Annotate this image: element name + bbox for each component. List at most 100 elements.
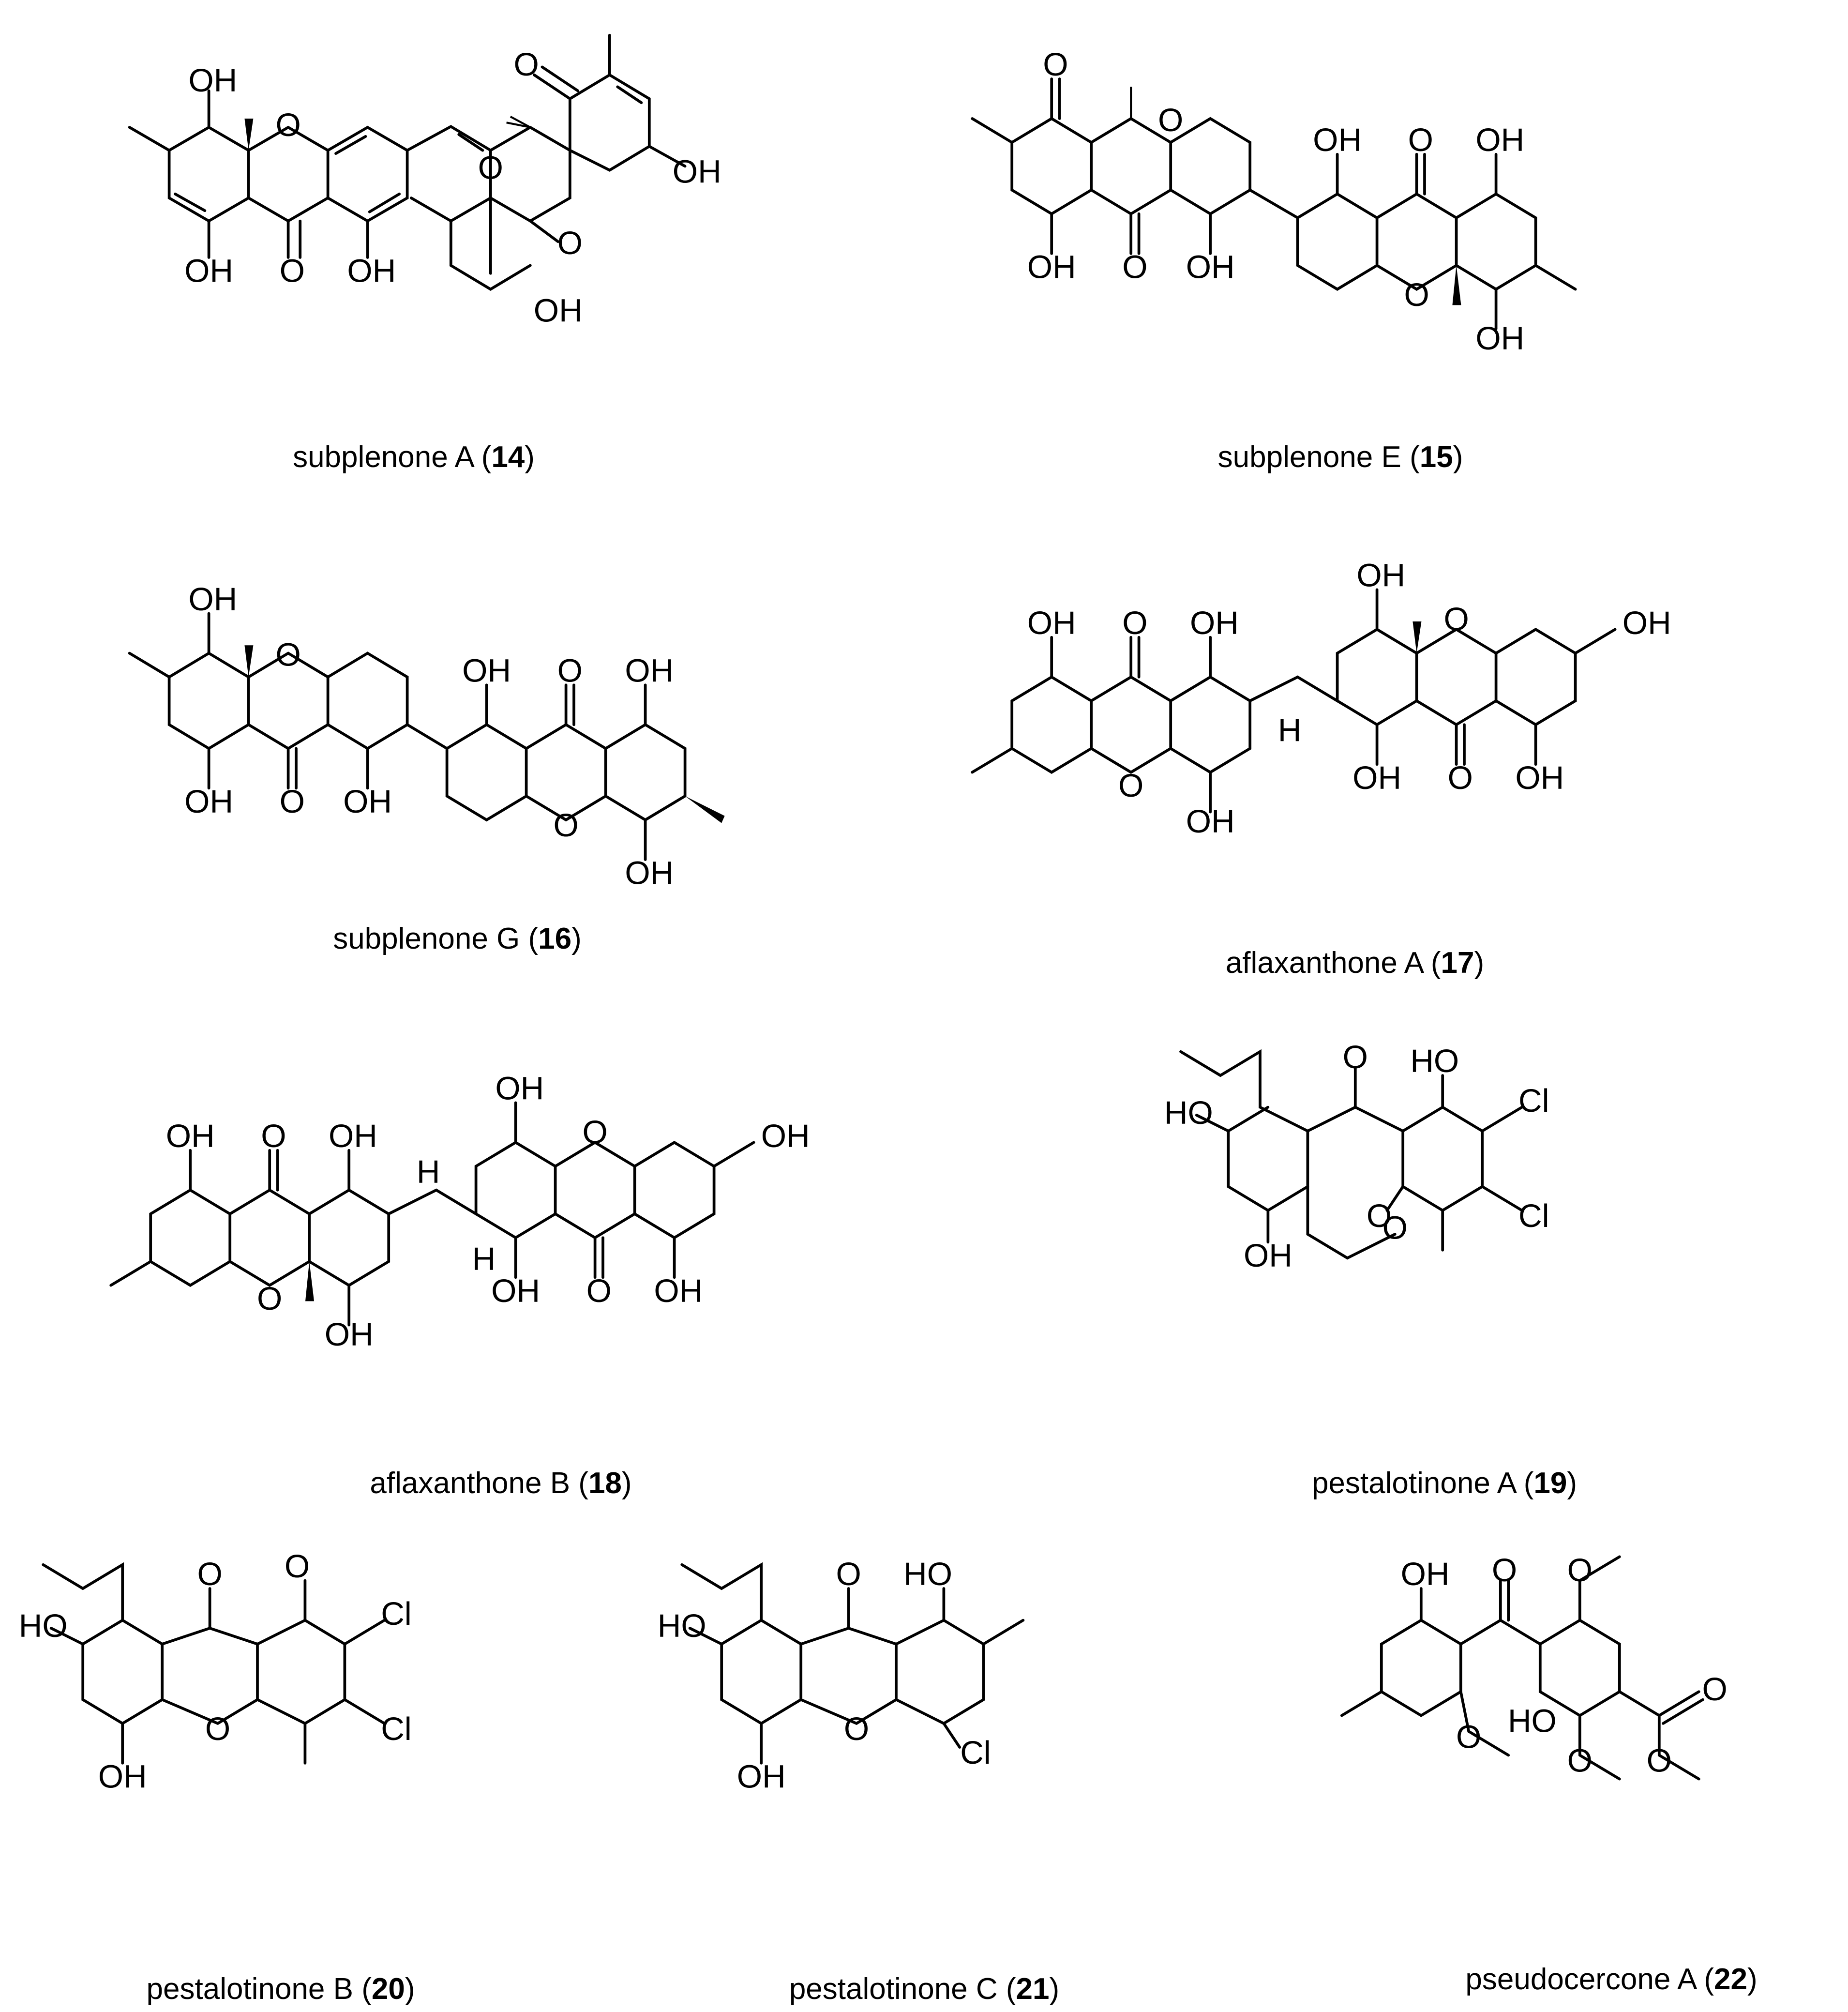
atom-o: O — [1492, 1552, 1517, 1588]
caption-open: ( — [1696, 1963, 1714, 1996]
compound-name: pestalotinone C — [789, 1972, 998, 2006]
atom-oh: OH — [654, 1273, 703, 1309]
atom-o: O — [1567, 1743, 1593, 1779]
atom-oh: OH — [534, 293, 583, 329]
caption-close: ) — [1474, 946, 1485, 980]
atom-oh: OH — [761, 1118, 810, 1154]
ring-e — [489, 125, 571, 223]
atom-oh: OH — [166, 1118, 215, 1154]
compound-name: pestalotinone A — [1312, 1467, 1517, 1500]
atom-oh: OH — [329, 1118, 377, 1154]
atom-oh: OH — [1244, 1238, 1292, 1274]
atom-o: O — [1567, 1552, 1593, 1588]
compound-number: 18 — [588, 1467, 622, 1500]
caption-close: ) — [571, 922, 582, 955]
compound-number: 19 — [1533, 1467, 1567, 1500]
atom-oh: OH — [625, 855, 674, 892]
atom-oh: OH — [625, 652, 674, 689]
caption-open: ( — [1423, 946, 1441, 980]
atom-o: O — [205, 1711, 230, 1747]
atom-oh: OH — [673, 154, 721, 190]
compound-name: aflaxanthone A — [1226, 946, 1425, 980]
atom-o: O — [513, 46, 539, 83]
atom-oh: OH — [184, 253, 233, 289]
atom-o: O — [280, 784, 305, 820]
atom-o: O — [275, 107, 300, 143]
atom-oh: OH — [1401, 1556, 1450, 1592]
atom-oh: OH — [188, 581, 237, 618]
caption-14: subplenone A (14) — [293, 440, 535, 474]
compound-name: aflaxanthone B — [370, 1467, 570, 1500]
compound-number: 21 — [1016, 1972, 1050, 2006]
atom-cl: Cl — [1518, 1083, 1549, 1119]
compound-number: 14 — [491, 440, 525, 474]
caption-close: ) — [1050, 1972, 1060, 2006]
atom-o: O — [1367, 1198, 1392, 1234]
atom-o: O — [257, 1281, 282, 1317]
caption-close: ) — [1747, 1963, 1758, 1996]
caption-open: ( — [570, 1467, 588, 1500]
caption-16: subplenone G (16) — [333, 922, 582, 955]
structure-16: OH O OH O OH OH O OH O OH — [128, 581, 725, 892]
atom-o: O — [285, 1548, 310, 1585]
atom-oh: OH — [1027, 605, 1076, 641]
caption-close: ) — [405, 1972, 415, 2006]
atom-oh: HO — [19, 1608, 68, 1644]
structure-17: OH O OH O OH H OH O OH OH O OH — [971, 558, 1671, 840]
caption-open: ( — [520, 922, 538, 955]
atom-o: O — [1382, 1210, 1408, 1246]
atom-o: O — [275, 637, 300, 673]
atom-o: O — [1122, 605, 1147, 641]
atom-o: O — [553, 807, 578, 844]
atom-oh: OH — [325, 1316, 374, 1353]
atom-o: O — [1043, 46, 1068, 83]
atom-oh: OH — [462, 652, 511, 689]
caption-open: ( — [1516, 1467, 1534, 1500]
atom-oh: OH — [1190, 605, 1239, 641]
atom-o: O — [1408, 122, 1433, 158]
structure-19: O HO Cl Cl O HO OH O — [1164, 1039, 1549, 1274]
atom-oh: OH — [1027, 249, 1076, 285]
structure-14: OH O OH O OH O O OH O OH — [128, 33, 721, 329]
atom-oh: HO — [903, 1556, 952, 1592]
caption-22: pseudocercone A (22) — [1465, 1963, 1757, 1996]
structure-21: O HO Cl O HO OH — [658, 1556, 1025, 1795]
atom-o: O — [586, 1273, 612, 1309]
atom-o: O — [1118, 768, 1143, 804]
caption-15: subplenone E (15) — [1218, 440, 1463, 474]
atom-oh: OH — [1623, 605, 1671, 641]
compound-number: 16 — [538, 922, 571, 955]
caption-19: pestalotinone A (19) — [1312, 1467, 1577, 1500]
caption-17: aflaxanthone A (17) — [1226, 946, 1484, 980]
structure-15: O O OH O OH OH O OH O OH — [971, 46, 1577, 357]
caption-open: ( — [353, 1972, 372, 2006]
atom-o: O — [836, 1556, 861, 1592]
atom-oh: HO — [1508, 1703, 1557, 1740]
atom-cl: Cl — [960, 1735, 991, 1771]
atom-o: O — [1647, 1743, 1672, 1779]
atom-cl: Cl — [1518, 1198, 1549, 1234]
compound-number: 15 — [1420, 440, 1453, 474]
caption-open: ( — [473, 440, 491, 474]
atom-cl: Cl — [381, 1711, 412, 1747]
atom-oh: HO — [1410, 1043, 1459, 1079]
atom-h: H — [472, 1241, 496, 1277]
atom-o: O — [478, 150, 503, 186]
atom-o: O — [557, 652, 583, 689]
atom-oh: OH — [188, 62, 237, 99]
caption-close: ) — [622, 1467, 632, 1500]
atom-o: O — [1343, 1039, 1368, 1075]
atom-o: O — [557, 225, 583, 261]
atom-o: O — [1702, 1671, 1727, 1708]
atom-oh: OH — [184, 784, 233, 820]
atom-o: O — [1158, 102, 1183, 138]
atom-oh: OH — [1475, 320, 1524, 357]
compound-name: subplenone E — [1218, 440, 1401, 474]
atom-oh: OH — [1475, 122, 1524, 158]
atom-oh: OH — [1313, 122, 1362, 158]
atom-o: O — [197, 1556, 222, 1592]
structure-20: O O Cl Cl O HO OH — [19, 1548, 412, 1795]
atom-oh: OH — [1186, 803, 1235, 840]
atom-o: O — [1122, 249, 1147, 285]
